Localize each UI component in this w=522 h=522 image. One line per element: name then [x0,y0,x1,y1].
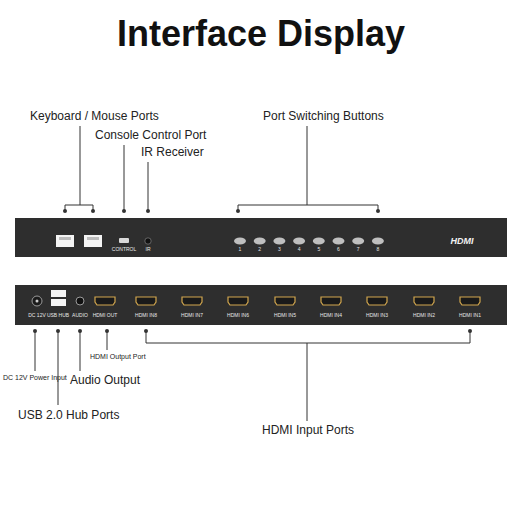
leader-lines [80,126,81,205]
leader-lines [124,145,125,210]
back-panel [51,290,66,297]
back-panel [76,297,84,305]
callout-label: Audio Output [70,374,140,387]
leader-lines [307,126,308,205]
leader-dots [236,209,240,213]
title: Interface Display [117,14,405,54]
port-label: HDMI OUT [93,313,118,318]
port-label: DC 12V [28,313,46,318]
leader-lines [58,331,59,405]
port-label: IR [146,247,151,252]
port-label: HDMI IN6 [227,313,249,318]
front-panel [145,238,151,244]
callout-label: USB 2.0 Hub Ports [18,409,119,422]
switch-button [234,238,246,245]
switch-button [293,238,305,245]
hdmi-port [136,297,156,305]
hdmi-port [95,297,115,305]
port-label: HDMI IN5 [274,313,296,318]
front-panel [87,237,99,240]
switch-button [313,238,325,245]
leader-lines [307,343,308,421]
front-panel [119,238,129,243]
port-label: CONTROL [112,247,136,252]
back-panel [32,296,42,306]
port-label: 3 [278,247,281,252]
port-label: HDMI IN8 [135,313,157,318]
back-panel [15,285,507,325]
back-panel [36,300,39,303]
front-panel [84,235,102,247]
hdmi-port [321,297,341,305]
port-label: 2 [258,247,261,252]
front-panel: CONTROL IR 1 2 3 4 5 6 7 8 HDMI [15,218,507,257]
leader-lines [35,331,36,371]
callout-label: Console Control Port [95,129,206,142]
hdmi-ports [95,297,480,305]
leader-dots [468,329,472,333]
back-panel [51,299,66,306]
leader-dots [63,209,67,213]
leader-dots [33,209,472,333]
hdmi-port [414,297,434,305]
front-panel [59,237,71,240]
callout-label: IR Receiver [141,146,204,159]
leader-lines [65,205,93,206]
port-label: AUDIO [72,313,88,318]
switch-buttons [234,238,384,245]
leader-lines [107,331,108,350]
port-label: HDMI IN1 [459,313,481,318]
callout-label: HDMI Input Ports [262,424,354,437]
callout-label: Port Switching Buttons [263,110,384,123]
back-panel: DC 12VUSB HUBAUDIO HDMI OUT HDMI IN8 HDMI I… [15,285,507,325]
port-label: HDMI IN2 [413,313,435,318]
switch-button [273,238,285,245]
port-label: USB HUB [47,313,69,318]
hdmi-port [460,297,480,305]
leader-dots [146,209,150,213]
port-label: 4 [298,247,301,252]
front-panel [56,235,74,247]
hdmi-port [367,297,387,305]
leader-dots [376,209,380,213]
front-panel [15,218,507,257]
leader-dots [91,209,95,213]
leader-dots [105,329,109,333]
brand-logo: HDMI [451,237,474,246]
leader-dots [144,329,148,333]
leader-dots [56,329,60,333]
front-panel [15,218,507,257]
callout-label: DC 12V Power Input [3,374,67,382]
hdmi-port [182,297,202,305]
port-label: 6 [337,247,340,252]
leader-lines [35,126,470,421]
callout-label: Keyboard / Mouse Ports [30,110,159,123]
port-label: HDMI IN7 [181,313,203,318]
switch-button [352,238,364,245]
port-label: 5 [317,247,320,252]
leader-lines [148,162,149,210]
port-label: HDMI IN3 [366,313,388,318]
leader-dots [78,329,82,333]
port-label: 8 [377,247,380,252]
leader-dots [33,329,37,333]
port-label: 7 [357,247,360,252]
hdmi-port [275,297,295,305]
callout-label: HDMI Output Port [90,353,146,361]
hdmi-port [228,297,248,305]
switch-button [372,238,384,245]
back-panel [15,285,507,325]
leader-lines [80,331,81,371]
switch-button [333,238,345,245]
port-label: 1 [239,247,242,252]
leader-lines [238,205,378,206]
switch-button [254,238,266,245]
leader-lines [146,343,470,344]
port-label: HDMI IN4 [320,313,342,318]
leader-dots [122,209,126,213]
